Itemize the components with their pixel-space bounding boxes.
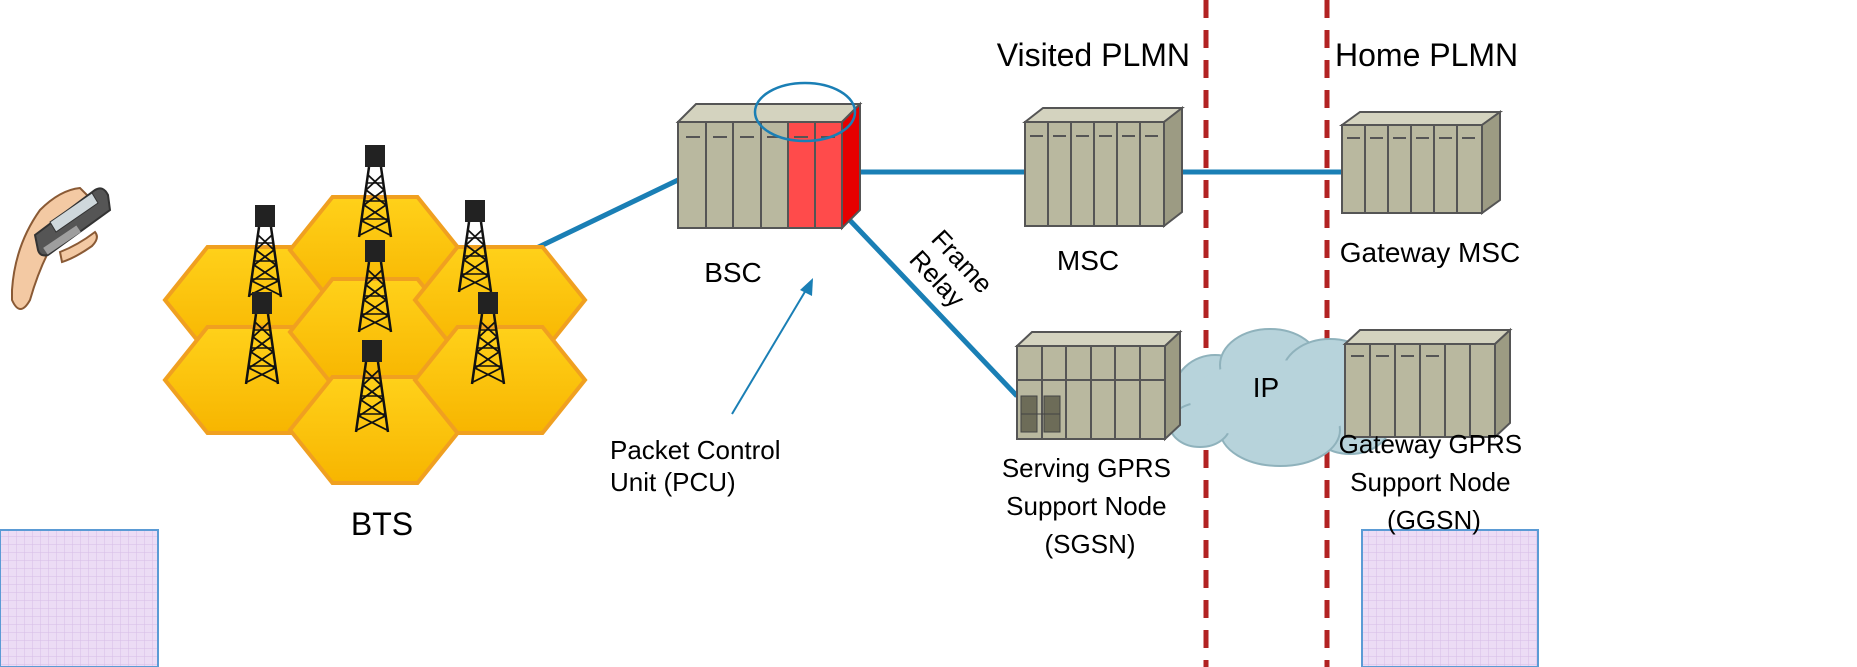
ggsn-label: Gateway GPRS Support Node (GGSN) bbox=[1339, 429, 1530, 535]
sgsn-cabinet bbox=[1014, 329, 1183, 442]
grid-box-left bbox=[0, 529, 159, 667]
pcu-module bbox=[787, 101, 861, 231]
frame-relay-label: Frame Relay bbox=[904, 224, 1004, 325]
ip-cloud-fill bbox=[1190, 360, 1360, 440]
home-plmn-label: Home PLMN bbox=[1335, 37, 1518, 73]
ggsn-cabinet bbox=[1342, 327, 1513, 440]
bsc-sgsn-link bbox=[840, 210, 1019, 398]
bts-label: BTS bbox=[351, 506, 413, 542]
bts-tower-icon bbox=[247, 205, 283, 298]
pcu-label: Packet Control Unit (PCU) bbox=[610, 435, 788, 497]
network-links bbox=[493, 169, 1342, 398]
bts-cell-cluster bbox=[162, 145, 588, 485]
ip-label: IP bbox=[1253, 372, 1279, 403]
pcu-highlight-ellipse bbox=[753, 81, 857, 143]
bts-tower-icon bbox=[470, 292, 506, 385]
mobile-handset-icon bbox=[11, 186, 112, 310]
gateway-msc-label: Gateway MSC bbox=[1340, 237, 1521, 268]
visited-plmn-label: Visited PLMN bbox=[997, 37, 1190, 73]
gateway-msc-cabinet bbox=[1338, 110, 1504, 215]
msc-label: MSC bbox=[1057, 245, 1119, 276]
bts-tower-icon bbox=[244, 292, 280, 385]
bts-tower-icon bbox=[354, 340, 390, 433]
grid-box-right bbox=[1361, 529, 1539, 667]
bsc-cabinet bbox=[675, 103, 863, 229]
sgsn-label: Serving GPRS Support Node (SGSN) bbox=[1002, 453, 1178, 559]
bts-tower-icon bbox=[457, 200, 493, 293]
bts-tower-icon bbox=[357, 240, 393, 333]
pcu-pointer-arrow bbox=[731, 278, 813, 415]
msc-cabinet bbox=[1022, 105, 1185, 229]
bts-tower-icon bbox=[357, 145, 393, 238]
bsc-label: BSC bbox=[704, 257, 762, 288]
